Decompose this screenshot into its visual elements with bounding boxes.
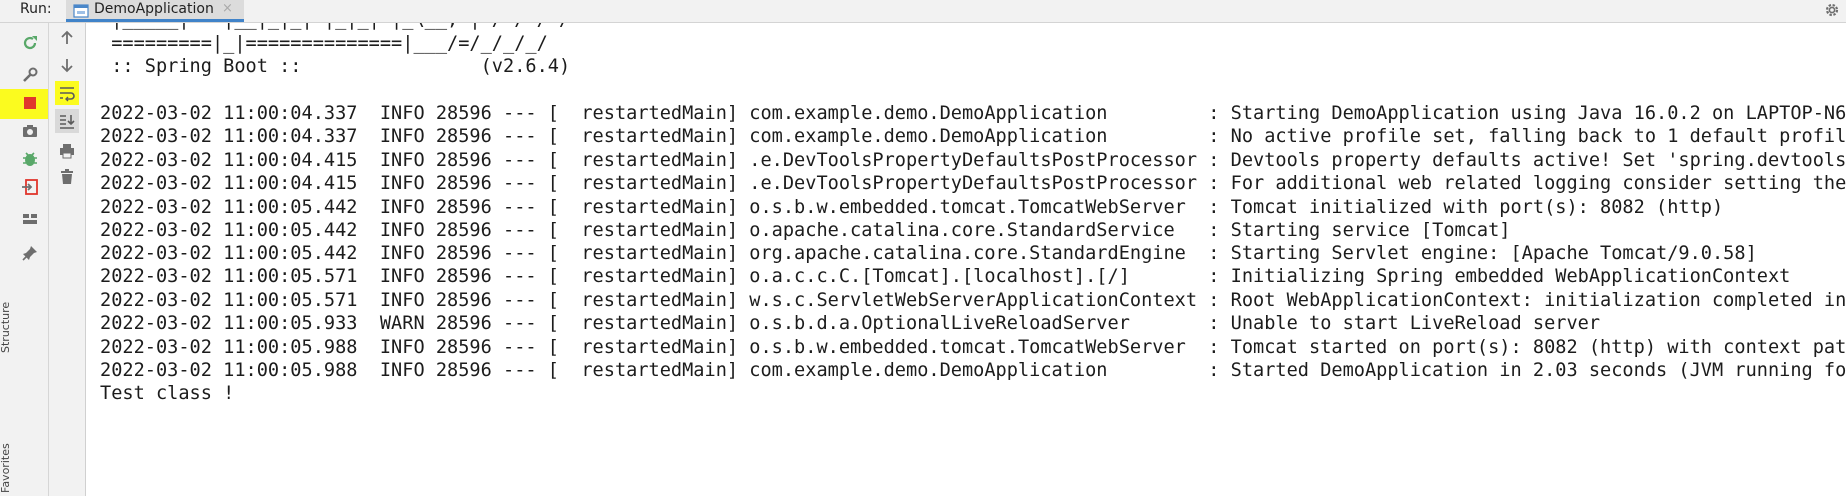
- console-line: 2022-03-02 11:00:04.337 INFO 28596 --- […: [100, 103, 1846, 124]
- console-line: 2022-03-02 11:00:04.415 INFO 28596 --- […: [100, 150, 1846, 171]
- camera-icon: [23, 125, 37, 137]
- run-label: Run:: [20, 1, 52, 17]
- console-line: :: Spring Boot :: (v2.6.4): [100, 56, 571, 77]
- scroll-to-end-icon: [60, 115, 75, 129]
- tab-demo-application[interactable]: DemoApplication ×: [66, 0, 244, 22]
- print-button[interactable]: [55, 139, 79, 163]
- close-tab-icon[interactable]: ×: [222, 1, 233, 16]
- console-line: |_____| |__|_|_| |_|_| |_\__, | / / / /: [100, 23, 570, 33]
- tab-title: DemoApplication: [94, 1, 214, 17]
- console-line: 2022-03-02 11:00:05.933 WARN 28596 --- […: [100, 313, 1601, 334]
- run-toolbar-primary: [0, 23, 49, 496]
- console-line: 2022-03-02 11:00:05.442 INFO 28596 --- […: [100, 243, 1757, 264]
- console-line: =========|_|==============|___/=/_/_/_/: [100, 33, 548, 54]
- layout-icon: [23, 214, 37, 224]
- console-line: 2022-03-02 11:00:05.571 INFO 28596 --- […: [100, 290, 1846, 311]
- rerun-icon: [23, 36, 37, 50]
- wrench-icon: [23, 67, 38, 82]
- stop-button[interactable]: [18, 91, 42, 115]
- console-line: 2022-03-02 11:00:04.415 INFO 28596 --- […: [100, 173, 1846, 194]
- soft-wrap-button[interactable]: [55, 81, 79, 105]
- exit-button[interactable]: [18, 175, 42, 199]
- console-line: 2022-03-02 11:00:05.988 INFO 28596 --- […: [100, 360, 1846, 381]
- scroll-to-end-button[interactable]: [55, 109, 79, 133]
- clear-all-button[interactable]: [55, 165, 79, 189]
- gear-icon[interactable]: [1824, 2, 1840, 22]
- console-line: 2022-03-02 11:00:05.988 INFO 28596 --- […: [100, 337, 1846, 358]
- run-tool-window-header: Run: DemoApplication ×: [0, 0, 1846, 23]
- arrow-down-icon: [61, 59, 73, 73]
- scroll-up-button[interactable]: [55, 26, 79, 50]
- console-line: 2022-03-02 11:00:04.337 INFO 28596 --- […: [100, 126, 1846, 147]
- run-toolbar-secondary: [49, 23, 86, 496]
- console-line: Test class !: [100, 383, 235, 404]
- stop-icon: [24, 97, 36, 109]
- favorites-tool-label[interactable]: Favorites: [0, 443, 12, 493]
- pin-tab-button[interactable]: [18, 241, 42, 265]
- bug-icon: [23, 152, 37, 166]
- console-line: 2022-03-02 11:00:05.442 INFO 28596 --- […: [100, 220, 1511, 241]
- arrow-up-icon: [61, 30, 73, 44]
- console-line: 2022-03-02 11:00:05.442 INFO 28596 --- […: [100, 197, 1724, 218]
- scroll-down-button[interactable]: [55, 53, 79, 77]
- debug-button[interactable]: [18, 147, 42, 171]
- exit-icon: [22, 179, 38, 195]
- console-line: 2022-03-02 11:00:05.571 INFO 28596 --- […: [100, 266, 1791, 287]
- dump-threads-button[interactable]: [18, 119, 42, 143]
- application-icon: [73, 3, 89, 23]
- rerun-button[interactable]: [18, 31, 42, 55]
- printer-icon: [60, 144, 74, 159]
- layout-button[interactable]: [18, 207, 42, 231]
- trash-icon: [61, 169, 73, 184]
- structure-tool-label[interactable]: Structure: [0, 301, 12, 353]
- pin-icon: [22, 246, 37, 261]
- console-output[interactable]: |_____| |__|_|_| |_|_| |_\__, | / / / / …: [100, 23, 1846, 496]
- modify-run-configuration-button[interactable]: [18, 63, 42, 87]
- soft-wrap-icon: [60, 87, 75, 102]
